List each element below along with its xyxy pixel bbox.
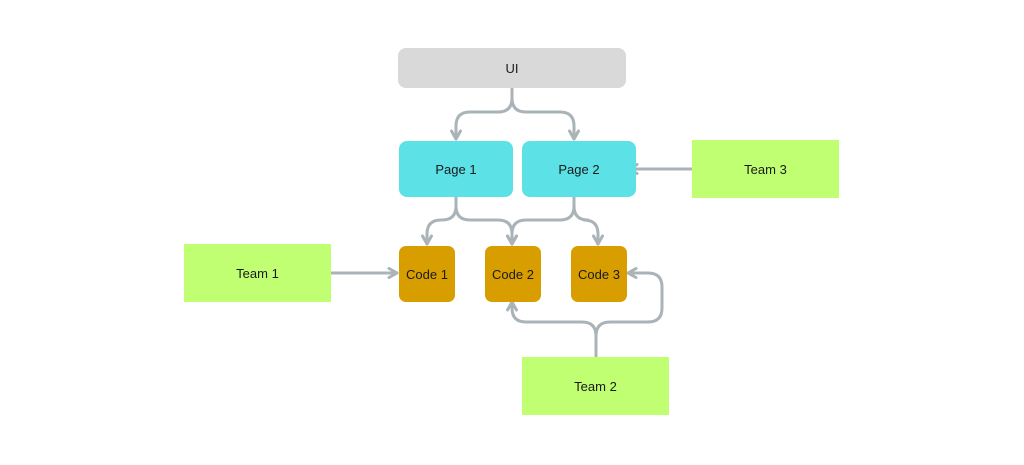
code-3-label: Code 3 (578, 266, 620, 282)
code-3-node: Code 3 (571, 246, 627, 302)
connector-ui-page-1 (450, 86, 514, 141)
connector-page-2-code-3 (572, 195, 604, 246)
ui-node-label: UI (505, 60, 519, 76)
ui-node: UI (398, 48, 626, 88)
connector-page-1-code-2 (454, 195, 518, 246)
connector-ui-page-2 (510, 86, 580, 141)
page-2-label: Page 2 (558, 161, 600, 177)
code-2-label: Code 2 (492, 266, 534, 282)
connector-team-2-code-2 (506, 300, 598, 358)
page-2-node: Page 2 (522, 141, 636, 197)
team-1-label: Team 1 (236, 265, 279, 281)
code-1-label: Code 1 (406, 266, 448, 282)
page-1-label: Page 1 (435, 161, 477, 177)
team-2-label: Team 2 (574, 378, 617, 394)
connector-page-2-code-2 (506, 195, 576, 246)
team-3-label: Team 3 (744, 161, 787, 177)
page-1-node: Page 1 (399, 141, 513, 197)
team-3-node: Team 3 (692, 140, 839, 198)
team-2-node: Team 2 (522, 357, 669, 415)
code-2-node: Code 2 (485, 246, 541, 302)
connector-team-2-code-3 (594, 267, 664, 358)
connector-page-1-code-1 (421, 195, 458, 246)
team-1-node: Team 1 (184, 244, 331, 302)
code-1-node: Code 1 (399, 246, 455, 302)
